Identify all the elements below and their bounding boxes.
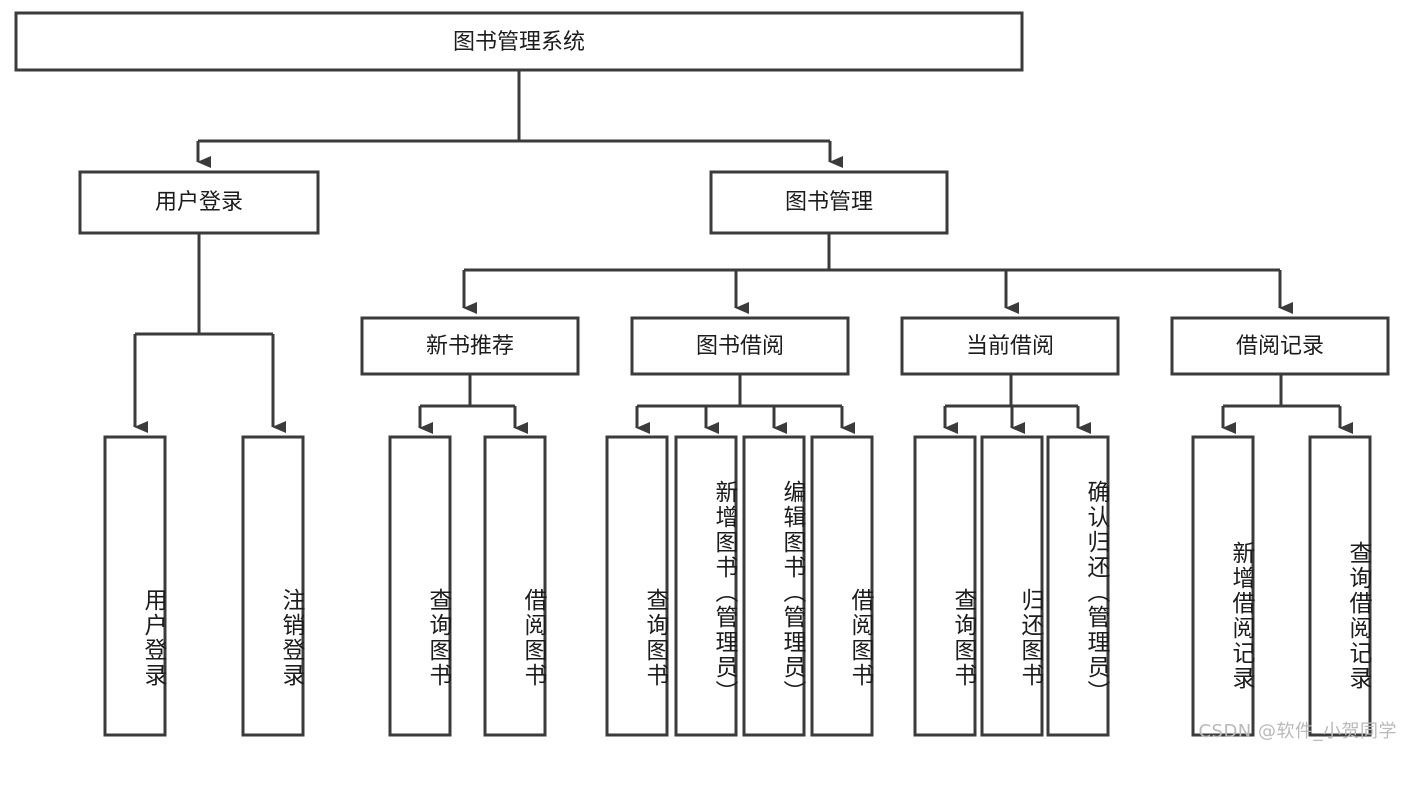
node-box-leaf-query-book-1[interactable] [388, 435, 452, 737]
node-label-root: 图书管理系统 [453, 30, 585, 55]
node-box-leaf-query-book-2[interactable] [605, 435, 669, 737]
node-box-book-management[interactable] [709, 170, 949, 235]
node-label-book-borrow: 图书借阅 [696, 334, 784, 359]
node-label-user-login: 用户登录 [155, 190, 243, 215]
node-box-leaf-user-logout[interactable] [241, 435, 305, 737]
flowchart-diagram: 图书管理系统 用户登录 图书管理 新书推荐 图书借阅 当前借阅 借阅记录 [14, 11, 1397, 742]
watermark-text: CSDN @软件_小贺同学 [1198, 721, 1397, 742]
tree-canvas: 图书管理系统 用户登录 图书管理 新书推荐 图书借阅 当前借阅 借阅记录 [14, 11, 1390, 737]
node-label-new-book-recommend: 新书推荐 [426, 334, 514, 359]
node-box-leaf-add-record[interactable] [1191, 435, 1255, 737]
node-label-book-management: 图书管理 [785, 190, 873, 215]
node-box-borrow-record[interactable] [1170, 316, 1390, 376]
node-box-leaf-query-book-3[interactable] [913, 435, 977, 737]
node-label-borrow-record: 借阅记录 [1236, 334, 1324, 359]
node-box-leaf-user-login[interactable] [103, 435, 167, 737]
node-box-leaf-edit-book[interactable] [742, 435, 806, 737]
node-box-book-borrow[interactable] [630, 316, 850, 376]
node-box-leaf-confirm-return[interactable] [1046, 435, 1110, 737]
node-box-leaf-borrow-book-1[interactable] [483, 435, 547, 737]
node-group: 图书管理系统 用户登录 图书管理 新书推荐 图书借阅 当前借阅 借阅记录 [14, 11, 1390, 737]
node-box-root[interactable] [14, 11, 1024, 72]
node-box-leaf-borrow-book-2[interactable] [810, 435, 874, 737]
edge-group [133, 70, 1353, 434]
node-box-leaf-query-record[interactable] [1308, 435, 1372, 737]
node-box-leaf-return-book[interactable] [980, 435, 1044, 737]
node-box-user-login[interactable] [78, 170, 320, 235]
node-box-current-borrow[interactable] [900, 316, 1120, 376]
node-label-current-borrow: 当前借阅 [966, 334, 1054, 359]
node-box-new-book-recommend[interactable] [360, 316, 580, 376]
node-box-leaf-add-book[interactable] [674, 435, 738, 737]
